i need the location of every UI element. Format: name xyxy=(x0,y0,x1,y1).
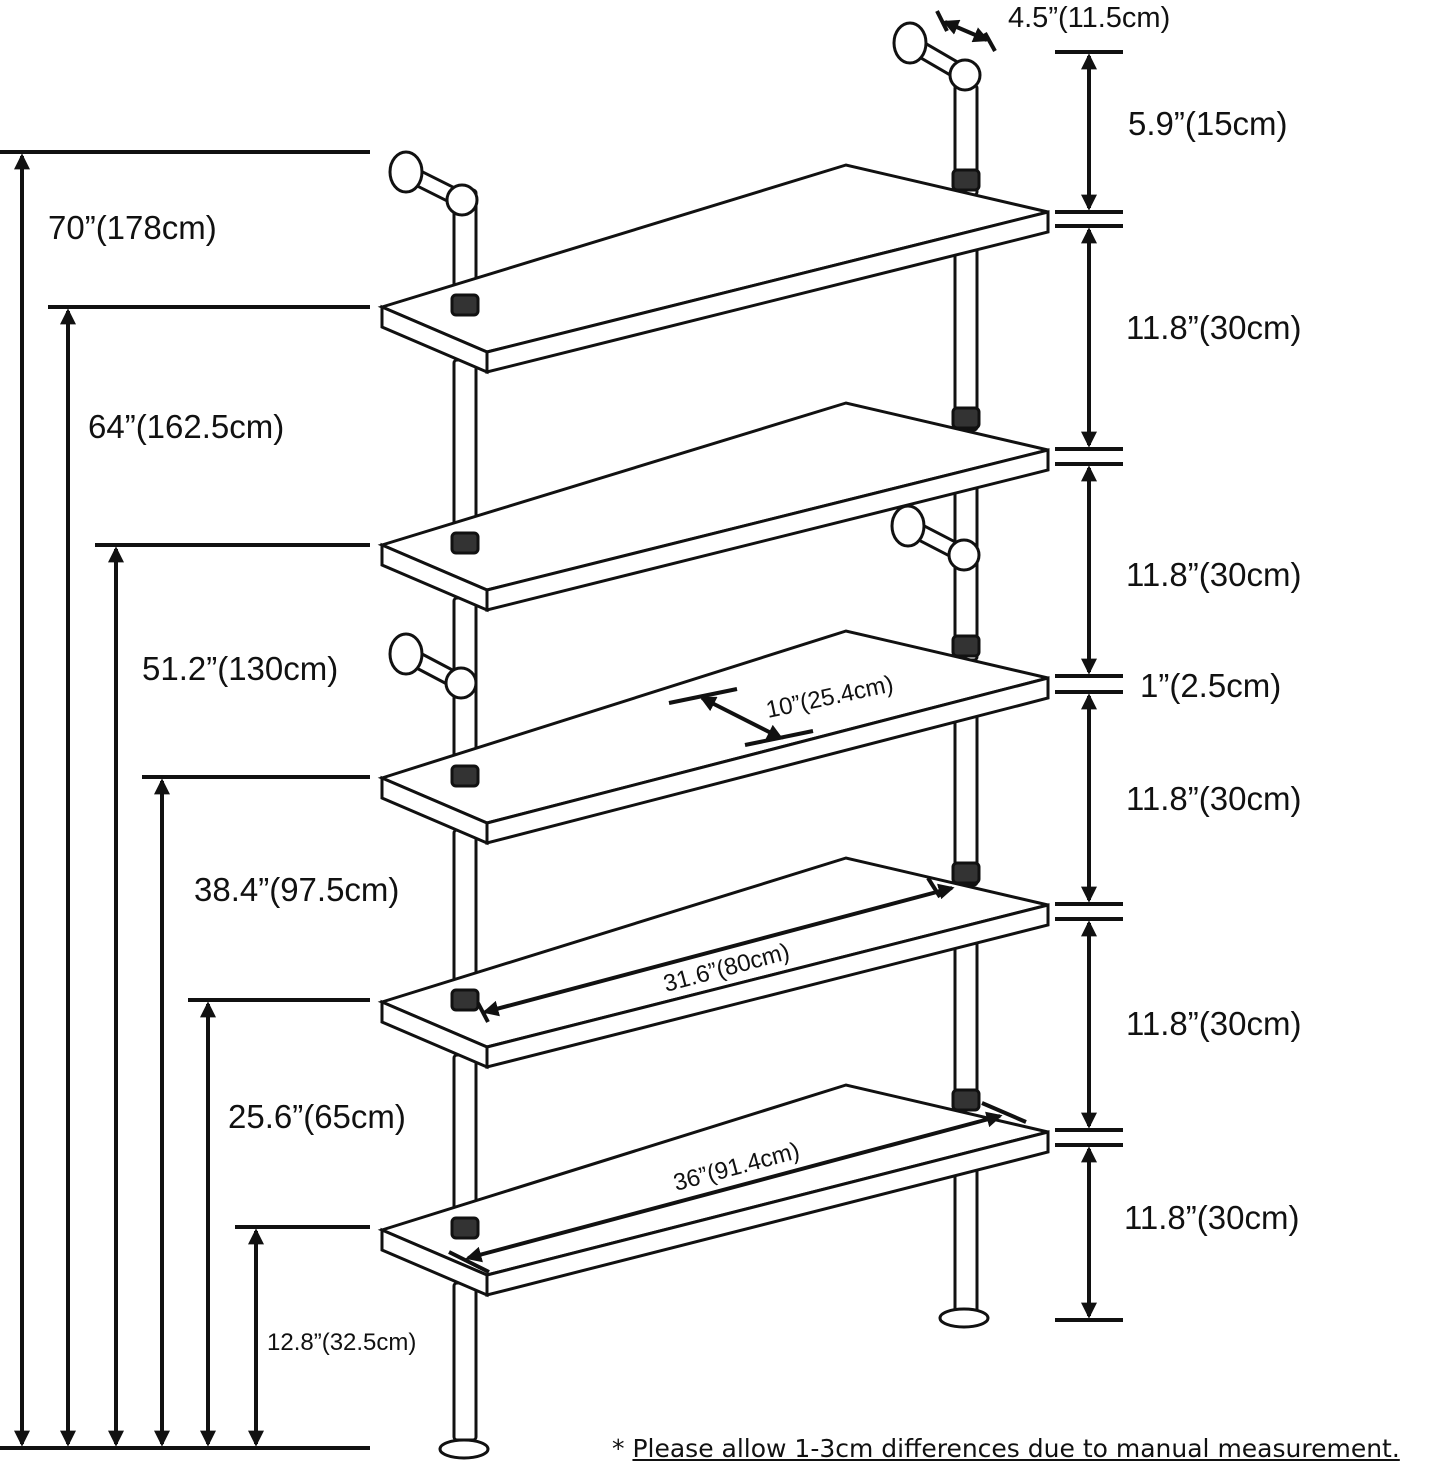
middle-left-bracket xyxy=(388,632,478,700)
shelf-front-face xyxy=(485,676,1050,845)
right-pipe-segment xyxy=(953,483,979,662)
left-floor-flange xyxy=(438,1438,490,1460)
wall-flange xyxy=(388,150,424,194)
height-label-51-2: 51.2”(130cm) xyxy=(142,650,338,687)
pipe-coupling xyxy=(450,531,480,555)
shelf-board xyxy=(377,163,1050,375)
height-label-12-8: 12.8”(32.5cm) xyxy=(267,1329,416,1356)
elbow-fitting xyxy=(445,183,479,217)
shelf-board xyxy=(377,1083,1050,1298)
shelf-top-face xyxy=(377,163,1049,354)
gap-label-4: 11.8”(30cm) xyxy=(1126,1005,1301,1042)
gap-label-3: 11.8”(30cm) xyxy=(1126,780,1301,817)
wall-brackets xyxy=(388,21,982,700)
top-right-bracket xyxy=(892,21,982,92)
right-pipe-segment xyxy=(953,710,979,887)
bracket-depth-dimension xyxy=(935,10,997,52)
wall-flange xyxy=(892,21,928,65)
right-floor-flange xyxy=(938,1307,990,1329)
elbow-fitting xyxy=(948,58,982,92)
pipe-coupling xyxy=(951,861,981,885)
elbow-fitting xyxy=(444,666,478,700)
right-pipe-segment xyxy=(953,938,979,1112)
left-pipe-segment xyxy=(452,1281,478,1442)
right-pipe-segment xyxy=(953,243,979,432)
top-bracket-label: 5.9”(15cm) xyxy=(1128,105,1288,142)
top-left-bracket xyxy=(388,150,479,217)
thickness-label: 1”(2.5cm) xyxy=(1140,667,1281,704)
floor-flanges xyxy=(438,1307,990,1460)
height-label-38-4: 38.4”(97.5cm) xyxy=(194,871,399,908)
shelf-board xyxy=(377,401,1050,613)
bracket-depth-label: 4.5”(11.5cm) xyxy=(1008,2,1170,34)
right-pipe-segment xyxy=(953,1163,979,1322)
pipe-coupling xyxy=(951,406,981,430)
wall-flange xyxy=(890,504,926,548)
measurement-note: * Please allow 1-3cm differences due to … xyxy=(612,1434,1400,1463)
pipe-coupling xyxy=(450,293,480,317)
height-label-64: 64”(162.5cm) xyxy=(88,408,284,445)
wall-flange xyxy=(388,632,424,676)
shelf-boards xyxy=(377,163,1050,1298)
gap-label-1: 11.8”(30cm) xyxy=(1126,309,1301,346)
pipe-span-dimension xyxy=(476,876,955,1023)
shelf-length-dimension xyxy=(448,1101,1027,1274)
shelf-front-face xyxy=(485,448,1050,612)
gap-label-2: 11.8”(30cm) xyxy=(1126,556,1301,593)
pipe-coupling xyxy=(450,1216,480,1240)
height-label-70: 70”(178cm) xyxy=(48,209,217,246)
pipe-coupling xyxy=(951,168,981,192)
elbow-fitting xyxy=(947,538,981,572)
right-spacing-dimensions xyxy=(1055,50,1123,1322)
middle-right-bracket xyxy=(890,504,981,572)
note-asterisk: * xyxy=(612,1434,625,1463)
shelf-top-face xyxy=(377,629,1049,825)
pipe-coupling xyxy=(450,988,480,1012)
pipe-coupling xyxy=(951,1088,981,1112)
gap-label-5: 11.8”(30cm) xyxy=(1124,1199,1299,1236)
shelf-depth-dimension xyxy=(668,687,814,747)
pipe-coupling xyxy=(951,634,981,658)
shelf-unit-illustration xyxy=(377,21,1050,1460)
shelf-board xyxy=(377,629,1050,846)
shelf-front-face xyxy=(485,210,1050,374)
note-text: Please allow 1-3cm differences due to ma… xyxy=(632,1434,1400,1463)
pipe-coupling xyxy=(450,764,480,788)
shelf-top-face xyxy=(377,401,1049,592)
height-label-25-6: 25.6”(65cm) xyxy=(228,1098,406,1135)
left-height-dimensions xyxy=(0,150,370,1447)
